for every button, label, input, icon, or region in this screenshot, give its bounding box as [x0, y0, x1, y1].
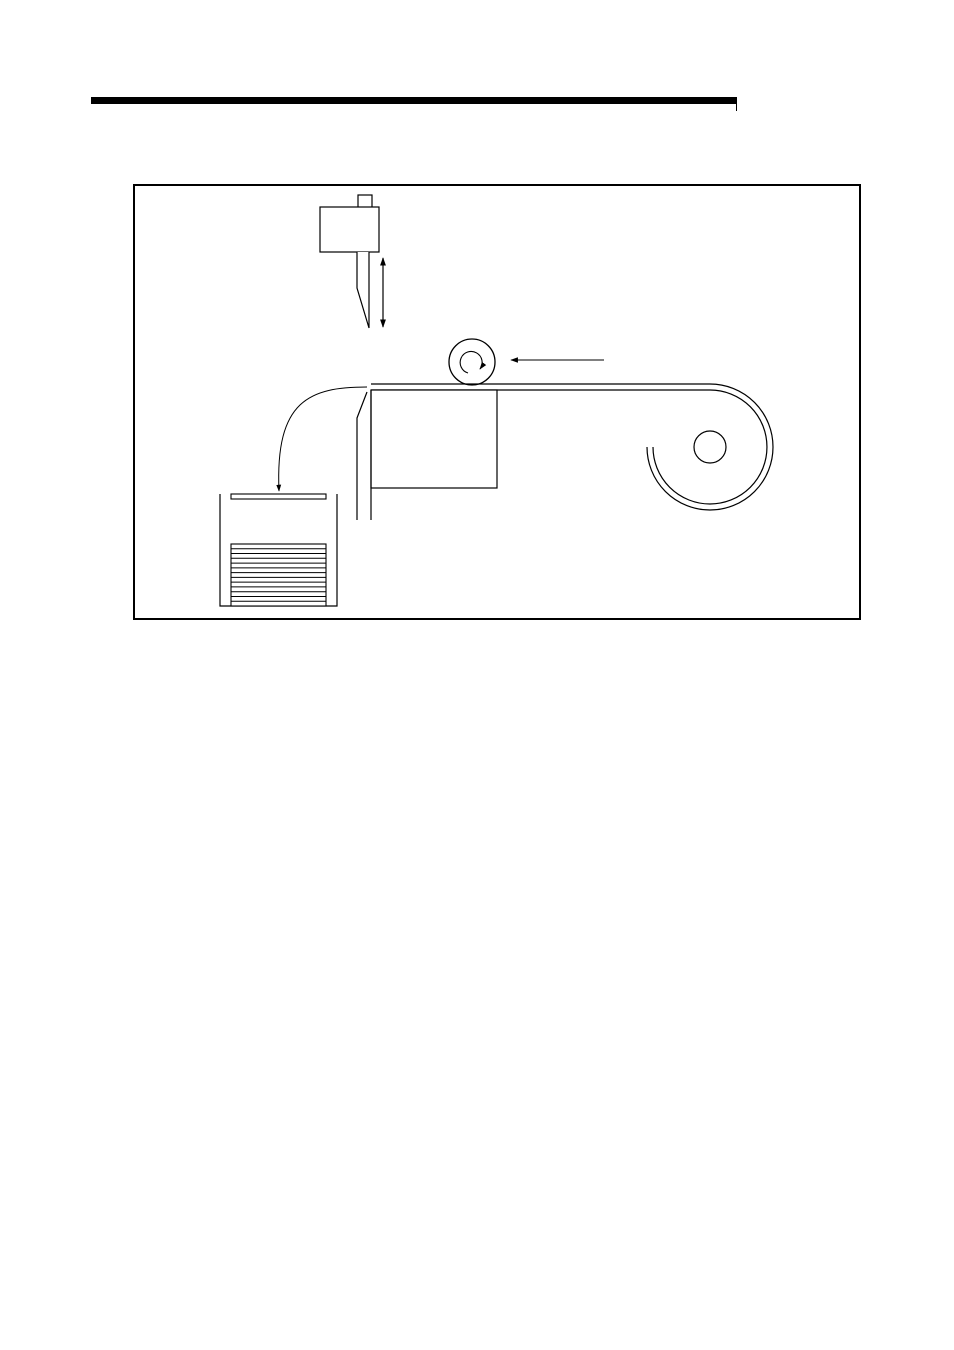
roll-core	[694, 431, 726, 463]
cutter-head-body	[320, 207, 379, 252]
discharge-guide-outer	[357, 392, 367, 520]
stacked-pieces	[231, 544, 326, 606]
cutter-blade	[357, 252, 369, 328]
feed-roller-body	[449, 339, 495, 385]
cutter-head-shaft	[358, 195, 372, 208]
material-roll	[694, 431, 726, 463]
discharge-path-arrow	[279, 387, 367, 491]
cutting-table	[371, 390, 497, 488]
feed-roller	[449, 339, 495, 385]
cut-piece	[231, 494, 326, 499]
cutter-head	[320, 195, 379, 252]
